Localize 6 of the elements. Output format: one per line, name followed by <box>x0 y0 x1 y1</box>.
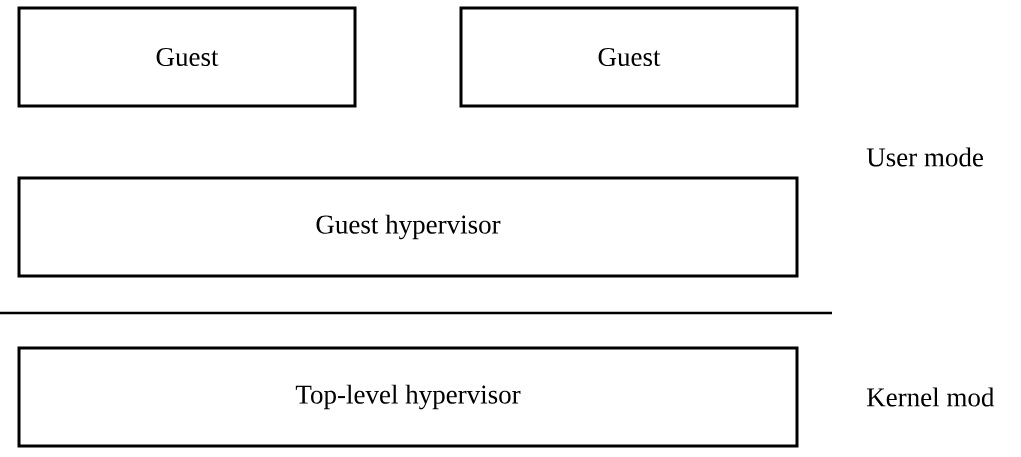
layer-box: Guest <box>17 6 357 108</box>
layer-box: Guest hypervisor <box>17 176 799 278</box>
mode-label: User mode <box>866 147 983 167</box>
mode-label: Kernel mod <box>867 387 995 407</box>
layer-box: Guest <box>459 6 799 108</box>
layer-box: Top-level hypervisor <box>17 346 799 448</box>
